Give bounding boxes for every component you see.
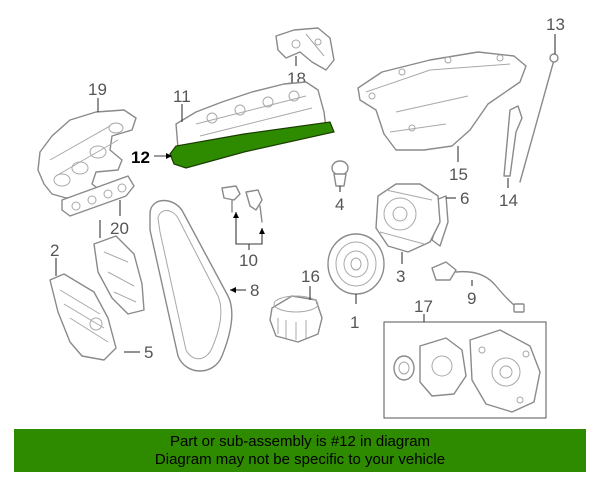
part-oil-pump-subassembly[interactable] bbox=[393, 329, 541, 413]
callout-1[interactable]: 1 bbox=[350, 313, 359, 332]
part-crankshaft-pulley[interactable] bbox=[327, 233, 385, 295]
leader-12-arrow bbox=[166, 153, 172, 159]
callout-11[interactable]: 11 bbox=[173, 87, 191, 106]
part-valve-cover-gasket[interactable] bbox=[169, 121, 335, 169]
part-oil-pan[interactable] bbox=[357, 51, 527, 151]
part-bracket[interactable] bbox=[275, 27, 335, 71]
part-dipstick-tube[interactable] bbox=[503, 105, 523, 177]
callout-10[interactable]: 10 bbox=[239, 251, 258, 270]
notice-line-1: Part or sub-assembly is #12 in diagram bbox=[169, 433, 431, 450]
part-oil-dipstick[interactable] bbox=[519, 53, 559, 183]
callout-3[interactable]: 3 bbox=[396, 267, 405, 286]
callout-8[interactable]: 8 bbox=[250, 281, 259, 300]
part-timing-cover[interactable] bbox=[49, 273, 117, 361]
leader-10-arrows bbox=[233, 212, 265, 234]
callout-16[interactable]: 16 bbox=[301, 267, 320, 286]
callout-4[interactable]: 4 bbox=[335, 195, 344, 214]
callout-5[interactable]: 5 bbox=[144, 343, 153, 362]
part-pump-housing[interactable] bbox=[375, 183, 441, 253]
exploded-view: 19 20 1 8 11 12 15 13 bbox=[37, 15, 565, 419]
part-timing-cover-upper[interactable] bbox=[93, 235, 145, 315]
callout-19[interactable]: 19 bbox=[88, 80, 107, 99]
part-wired-sensor[interactable] bbox=[431, 261, 525, 313]
part-notice-banner: Part or sub-assembly is #12 in diagram D… bbox=[14, 429, 586, 472]
callout-9[interactable]: 9 bbox=[467, 289, 476, 308]
part-intake-manifold[interactable] bbox=[37, 109, 137, 199]
notice-line-2: Diagram may not be specific to your vehi… bbox=[154, 451, 446, 468]
callout-2[interactable]: 2 bbox=[50, 241, 59, 260]
callout-17[interactable]: 17 bbox=[414, 297, 433, 316]
leader-10 bbox=[235, 212, 263, 245]
part-manifold-gasket[interactable] bbox=[61, 175, 135, 217]
callout-12[interactable]: 12 bbox=[131, 148, 150, 167]
part-sensors[interactable] bbox=[221, 185, 263, 223]
part-oil-filter[interactable] bbox=[269, 295, 323, 343]
leader-8-arrow bbox=[230, 287, 236, 293]
callout-20[interactable]: 20 bbox=[110, 219, 129, 238]
callout-6[interactable]: 6 bbox=[460, 189, 469, 208]
part-timing-belt[interactable] bbox=[149, 199, 233, 372]
part-plug[interactable] bbox=[331, 160, 349, 187]
callout-15[interactable]: 15 bbox=[449, 165, 468, 184]
callout-14[interactable]: 14 bbox=[499, 191, 518, 210]
callout-13[interactable]: 13 bbox=[546, 15, 565, 34]
